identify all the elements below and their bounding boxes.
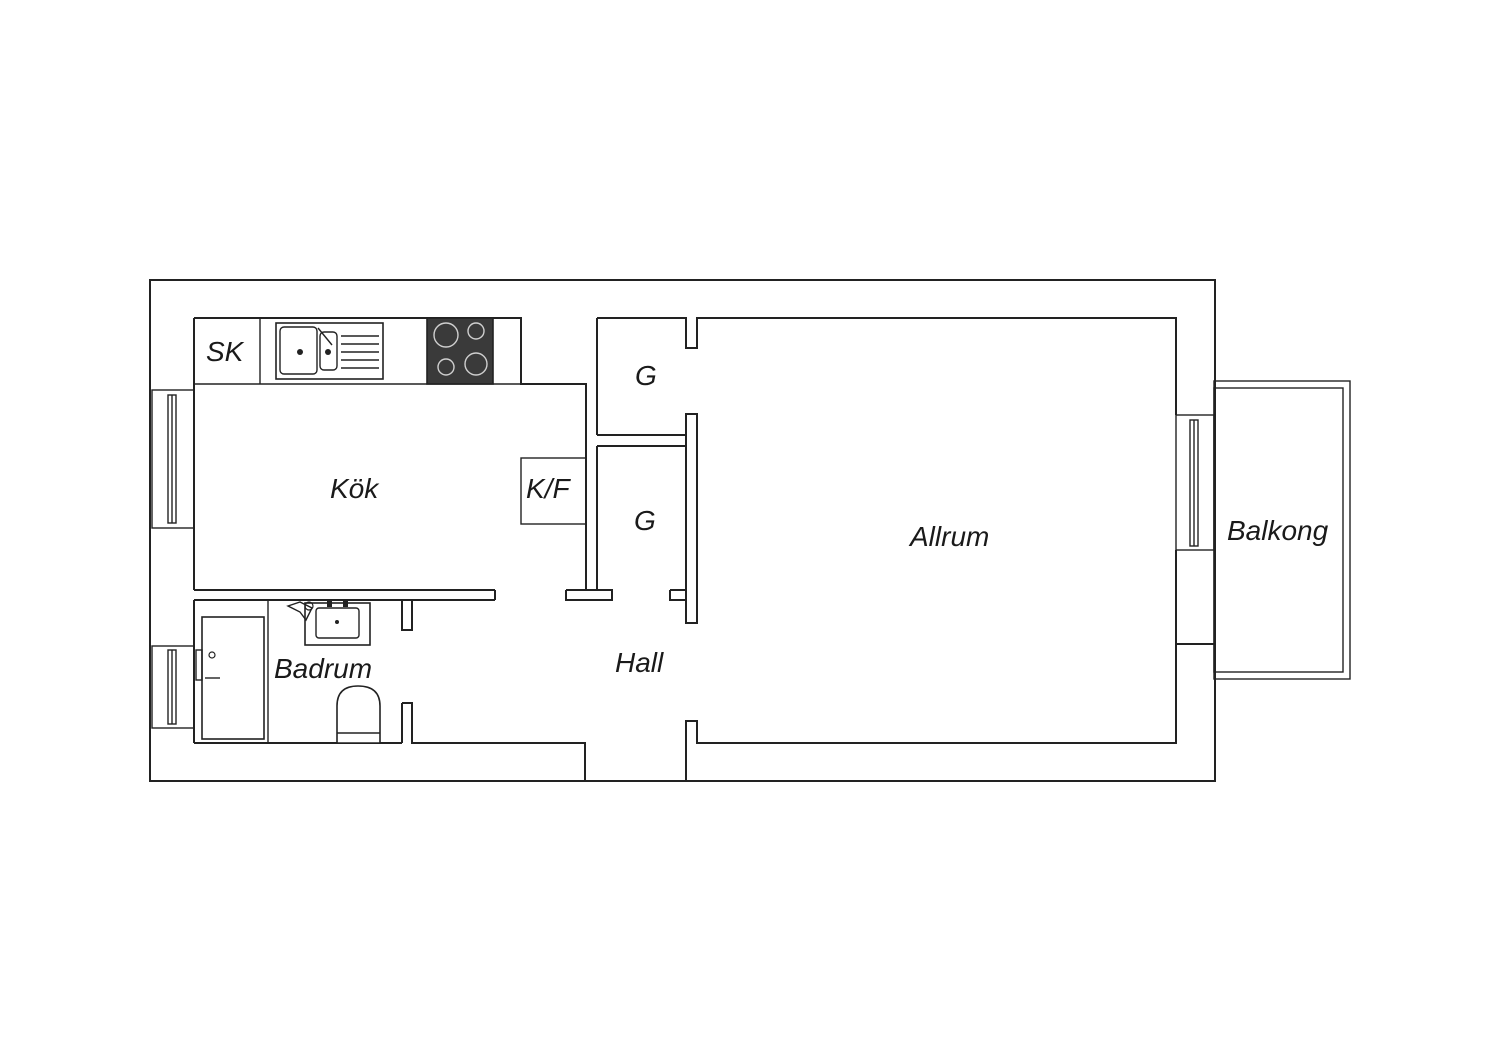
stove-icon (426, 317, 494, 385)
washbasin-icon (286, 601, 371, 646)
toilet-icon (336, 685, 381, 744)
label-fridge-freezer: K/F (526, 473, 571, 504)
label-wardrobe-upper: G (635, 360, 657, 391)
label-wardrobe-lower: G (634, 505, 656, 536)
outer-walls (149, 279, 1216, 782)
window-bathroom-icon (151, 645, 195, 729)
living-room-walls (685, 550, 1214, 781)
label-storage-closet: SK (206, 336, 245, 367)
window-kitchen-icon (151, 389, 195, 529)
shower-door-icon (195, 616, 265, 740)
kitchen-sink-icon (275, 322, 384, 380)
label-living-room: Allrum (908, 521, 989, 552)
label-bathroom: Badrum (274, 653, 372, 684)
balcony-door-icon (1175, 414, 1215, 551)
kitchen-walls (193, 317, 613, 601)
label-balcony: Balkong (1227, 515, 1329, 546)
wardrobe-walls (596, 317, 1177, 624)
label-kitchen: Kök (330, 473, 380, 504)
label-hall: Hall (615, 647, 664, 678)
